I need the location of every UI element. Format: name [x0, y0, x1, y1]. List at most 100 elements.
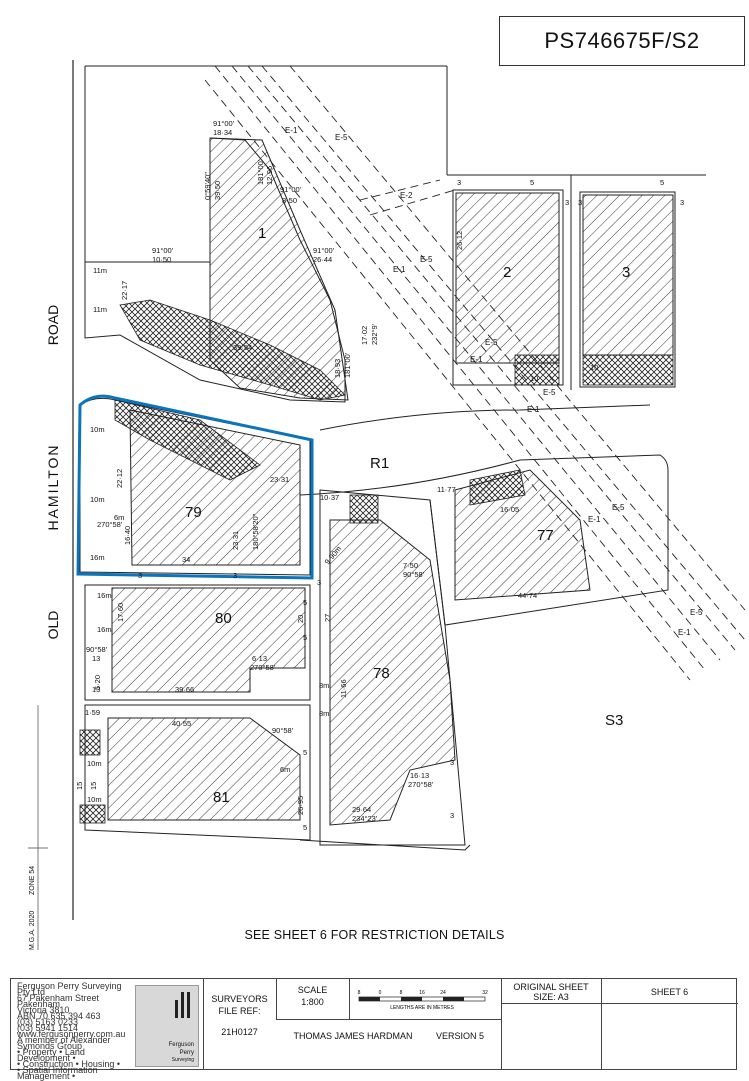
svg-text:16·40: 16·40: [123, 526, 132, 545]
easement-e1-label-2: E-1: [393, 265, 406, 274]
svg-text:6m: 6m: [114, 513, 124, 522]
svg-text:11m: 11m: [93, 266, 107, 275]
svg-text:270°58': 270°58': [97, 520, 123, 529]
svg-text:5: 5: [303, 598, 307, 607]
svg-text:40·55: 40·55: [172, 719, 191, 728]
svg-text:270°58': 270°58': [408, 780, 434, 789]
svg-text:10m: 10m: [87, 759, 102, 768]
svg-text:8m: 8m: [319, 709, 329, 718]
easement-corridors: [204, 65, 746, 681]
svg-text:1·59: 1·59: [85, 708, 100, 717]
lot-78-parcel: [319, 489, 466, 846]
svg-text:234°23': 234°23': [352, 814, 378, 823]
svg-text:16m: 16m: [97, 591, 112, 600]
plan-number-box: PS746675F/S2: [499, 16, 745, 66]
surveyor-name: THOMAS JAMES HARDMAN: [293, 1031, 413, 1041]
lot-81-label: 81: [213, 789, 230, 806]
easement-e5-label-2: E-5: [420, 255, 433, 264]
svg-text:22·12: 22·12: [115, 469, 124, 488]
lot-81-parcel: [79, 704, 311, 841]
svg-text:32: 32: [482, 990, 488, 996]
svg-text:10m: 10m: [90, 425, 105, 434]
svg-text:26·12: 26·12: [455, 231, 464, 250]
lot-77-label: 77: [537, 527, 554, 544]
easement-labels: E-1 E-5 E-2 E-1 E-5 E-5 E-1 E-5 E-1 E-1 …: [285, 126, 703, 637]
svg-text:3: 3: [317, 578, 321, 587]
svg-text:232°9': 232°9': [370, 323, 379, 345]
scale-bar: 8 0 8 16 24 32 LENGTHS ARE IN METRES: [358, 990, 488, 1011]
svg-text:0°59'40": 0°59'40": [203, 172, 212, 200]
svg-text:8: 8: [358, 990, 361, 996]
svg-text:17·02: 17·02: [360, 326, 369, 345]
easement-e5-label: E-5: [335, 133, 348, 142]
easement-e1-label-4: E-1: [527, 405, 540, 414]
easement-e2-label: E-2: [400, 191, 413, 200]
easement-e5-label-3: E-5: [485, 338, 498, 347]
svg-text:27: 27: [323, 614, 332, 622]
svg-text:23·31: 23·31: [270, 475, 289, 484]
lot-79-label: 79: [185, 504, 202, 521]
svg-text:270°58': 270°58': [250, 663, 276, 672]
svg-text:3: 3: [565, 198, 569, 207]
svg-text:10: 10: [590, 363, 598, 372]
svg-text:3: 3: [457, 178, 461, 187]
road-letters-old: OLD: [45, 611, 61, 640]
easement-e1-label-6: E-1: [678, 628, 691, 637]
lot-80-parcel: [84, 584, 311, 701]
svg-text:3: 3: [450, 811, 454, 820]
svg-text:10·37: 10·37: [320, 493, 339, 502]
easement-e5-label-5: E-5: [612, 503, 625, 512]
lot-2-label: 2: [503, 264, 511, 281]
svg-text:20: 20: [296, 615, 305, 623]
svg-text:11·77: 11·77: [437, 485, 456, 494]
svg-text:10·50: 10·50: [152, 255, 171, 264]
svg-text:90°58': 90°58': [403, 570, 425, 579]
svg-text:23·31: 23·31: [231, 531, 240, 550]
lot-1-parcel: [84, 66, 349, 403]
file-ref-label: FILE REF:: [218, 1006, 261, 1016]
lots-2-3-parcels: [452, 175, 676, 390]
title-block: Ferguson Perry Surveying Pty Ltd 67 Pake…: [10, 978, 738, 1081]
svg-text:16m: 16m: [97, 625, 112, 634]
svg-text:3: 3: [450, 758, 454, 767]
road-letters-hamilton: HAMILTON: [45, 443, 61, 530]
svg-text:10m: 10m: [87, 795, 102, 804]
svg-text:5: 5: [303, 748, 307, 757]
svg-text:24: 24: [440, 990, 446, 996]
lot-79-parcel: [76, 394, 314, 580]
svg-text:91°00': 91°00': [213, 119, 235, 128]
svg-text:10: 10: [530, 374, 538, 383]
svg-text:6·13: 6·13: [252, 654, 267, 663]
svg-text:26·44: 26·44: [313, 255, 332, 264]
svg-text:3: 3: [138, 571, 142, 580]
easement-e1-label-5: E-1: [588, 515, 601, 524]
road-letters-road: ROAD: [45, 305, 61, 345]
original-sheet-label: ORIGINAL SHEET: [513, 982, 589, 992]
svg-text:10m: 10m: [90, 495, 105, 504]
lot-3-label: 3: [622, 264, 630, 281]
restriction-note: SEE SHEET 6 FOR RESTRICTION DETAILS: [244, 928, 505, 942]
road-name-lettering: ROAD HAMILTON OLD: [45, 305, 61, 640]
lot-80-label: 80: [215, 610, 232, 627]
version-label: VERSION 5: [435, 1031, 484, 1041]
svg-text:6m: 6m: [280, 765, 290, 774]
svg-text:12·96: 12·96: [265, 166, 274, 185]
easement-e5-label-6: E-5: [690, 608, 703, 617]
svg-text:7·50: 7·50: [403, 561, 418, 570]
datum-label: M.G.A. 2020: [29, 911, 36, 950]
firm-details: Ferguson Perry Surveying Pty Ltd 67 Pake…: [17, 981, 126, 1081]
svg-text:3: 3: [578, 198, 582, 207]
svg-text:5: 5: [530, 178, 534, 187]
surveyors-label: SURVEYORS: [211, 994, 268, 1004]
svg-text:91°00': 91°00': [313, 246, 335, 255]
reserve-r1-road: [299, 404, 669, 626]
reserve-r1-label: R1: [370, 455, 389, 472]
svg-text:29·64: 29·64: [352, 805, 371, 814]
svg-text:16·13: 16·13: [410, 771, 429, 780]
svg-text:90°58': 90°58': [272, 726, 294, 735]
svg-text:13: 13: [92, 685, 100, 694]
svg-text:39·66: 39·66: [175, 685, 194, 694]
svg-text:34: 34: [182, 555, 190, 564]
surveyor-logo: Ferguson Perry Surveying: [135, 985, 199, 1067]
